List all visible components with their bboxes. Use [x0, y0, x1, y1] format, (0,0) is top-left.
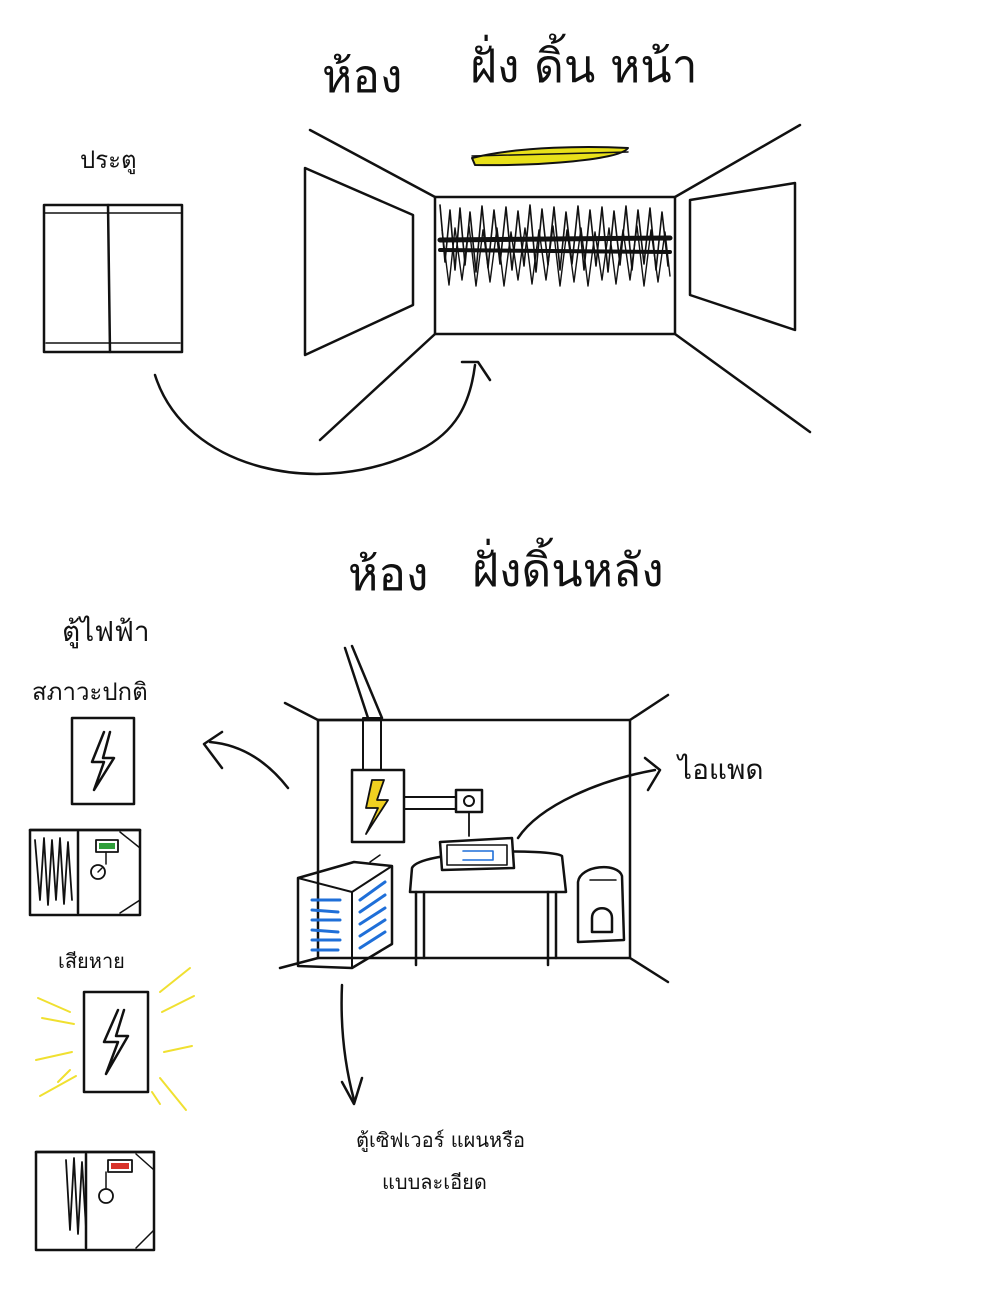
cabinet-open-ok [28, 828, 142, 917]
normal-state-label: สภาวะปกติ [32, 678, 148, 706]
electric-cabinet-label: ตู้ไฟฟ้า [62, 615, 150, 648]
door-label: ประตู [80, 146, 137, 174]
back-room-title-name: ฝั่งดิ้นหลัง [472, 543, 664, 597]
electric-cabinet-normal [70, 716, 136, 806]
cabinet-open-error [34, 1150, 156, 1252]
back-room-title-room: ห้อง [348, 547, 429, 601]
server-note-line1: ตู้เซิฟเวอร์ แผนหรือ [356, 1128, 525, 1152]
door-to-room-arrow [153, 360, 492, 476]
broken-label: เสียหาย [58, 949, 125, 973]
electric-cabinet-broken [35, 967, 195, 1111]
front-room-title-name: ฝั่ง ดิ้น หน้า [470, 39, 698, 93]
back-room-sketch [278, 644, 670, 984]
door-sketch [42, 203, 184, 354]
server-note-line2: แบบละเอียด [382, 1170, 487, 1194]
ipad-label: ไอแพด [678, 753, 764, 786]
ipad-callout-arrow [516, 756, 662, 840]
server-callout-arrow [340, 983, 364, 1106]
front-room-sketch [303, 123, 812, 442]
front-room-title-room: ห้อง [322, 49, 403, 103]
cabinet-callout-arrow [202, 730, 290, 790]
